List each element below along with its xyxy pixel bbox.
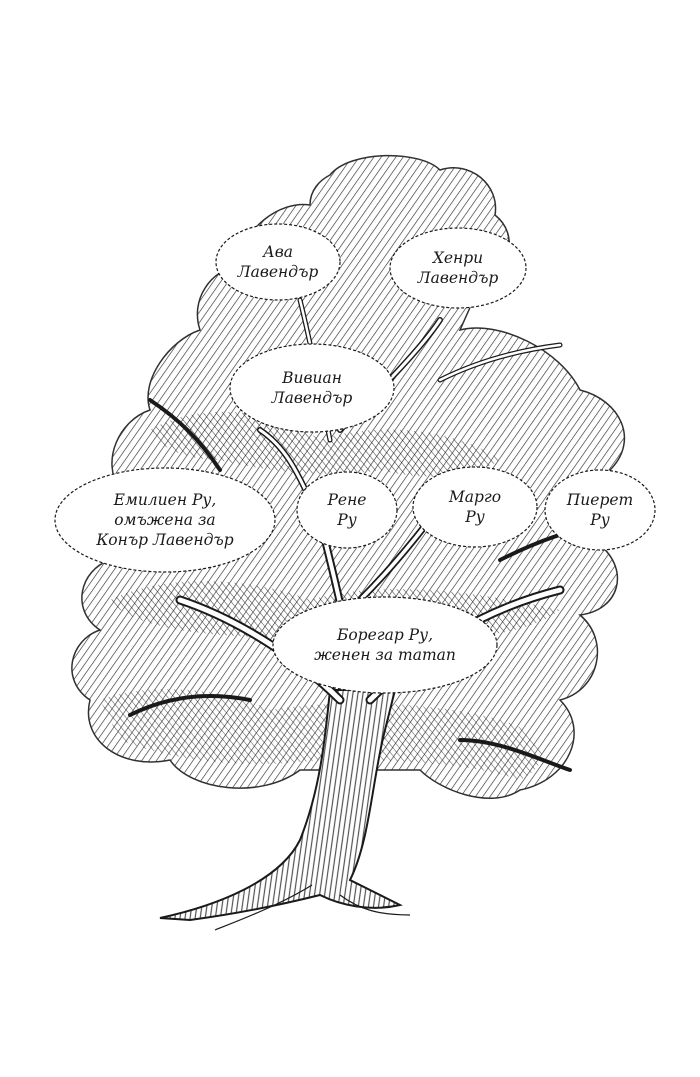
node-rene: Рене Ру: [328, 490, 367, 530]
node-rene-line-1: Рене: [327, 491, 367, 509]
cloud-emilien: [54, 467, 276, 573]
cloud-henri: [389, 227, 527, 309]
cloud-ava: [215, 223, 341, 301]
cloud-vivian: [229, 343, 395, 433]
node-ava: Ава Лавендър: [238, 242, 319, 282]
cloud-rene: [296, 471, 398, 549]
node-vivian: Вивиан Лавендър: [272, 368, 353, 408]
node-pieret-line-2: Ру: [590, 511, 610, 529]
node-boregar-line-2: женен за татап: [314, 646, 456, 664]
node-vivian-line-2: Лавендър: [271, 389, 353, 407]
node-henri-line-2: Лавендър: [417, 269, 499, 287]
node-ava-line-2: Лавендър: [237, 263, 319, 281]
node-pieret-line-1: Пиерет: [566, 491, 634, 509]
cloud-pieret: [544, 469, 656, 551]
node-margo: Марго Ру: [449, 487, 501, 527]
cloud-margo: [412, 466, 538, 548]
node-margo-line-1: Марго: [448, 488, 502, 506]
node-emilien-line-1: Емилиен Ру,: [113, 491, 217, 509]
trunk: [159, 689, 411, 931]
node-boregar: Борегар Ру, женен за татап: [314, 625, 456, 665]
label-clouds: [54, 223, 656, 694]
node-boregar-line-1: Борегар Ру,: [336, 626, 434, 644]
node-margo-line-2: Ру: [465, 508, 485, 526]
node-pieret: Пиерет Ру: [567, 490, 633, 530]
cloud-boregar: [272, 596, 498, 694]
node-emilien-line-2: омъжена за: [114, 511, 216, 529]
node-henri-line-1: Хенри: [432, 249, 484, 267]
node-emilien: Емилиен Ру, омъжена за Конър Лавендър: [96, 490, 233, 550]
node-emilien-line-3: Конър Лавендър: [96, 531, 234, 549]
node-vivian-line-1: Вивиан: [282, 369, 342, 387]
node-rene-line-2: Ру: [337, 511, 357, 529]
node-henri: Хенри Лавендър: [418, 248, 499, 288]
node-ava-line-1: Ава: [262, 243, 293, 261]
